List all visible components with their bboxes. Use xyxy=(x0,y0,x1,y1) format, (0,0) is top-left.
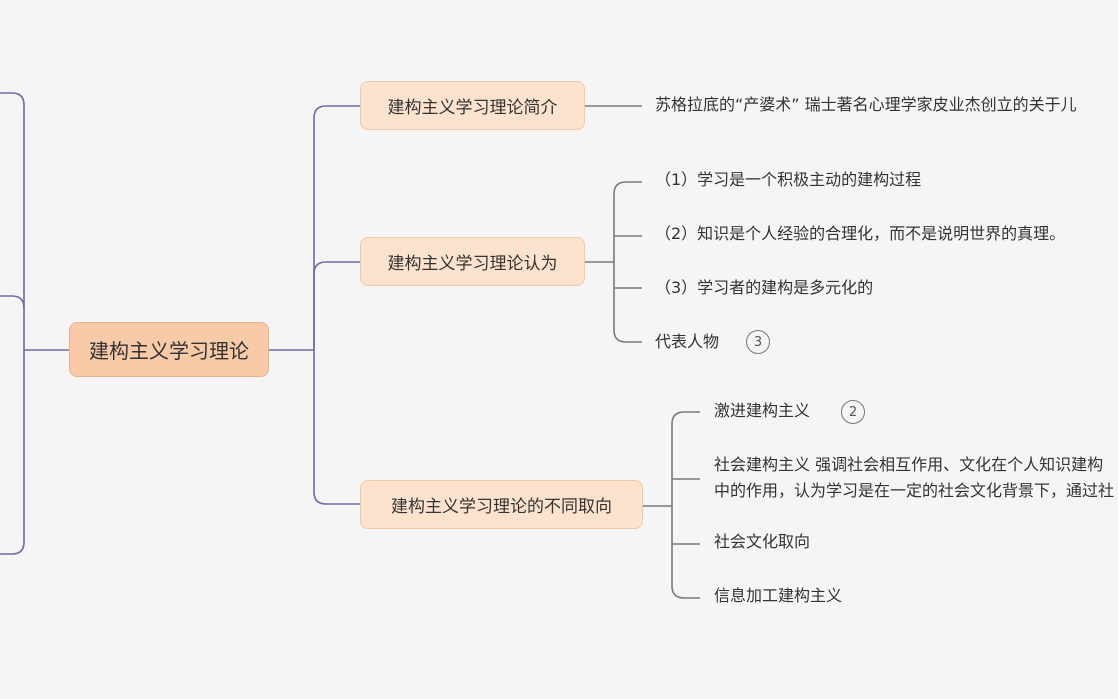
root-topic-label: 建构主义学习理论 xyxy=(89,339,249,363)
collapsed-count-badge[interactable]: 3 xyxy=(746,330,770,354)
branch-orientations-label: 建构主义学习理论的不同取向 xyxy=(391,497,612,517)
branch-views-label: 建构主义学习理论认为 xyxy=(387,254,558,274)
leaf-views-1[interactable]: （1）学习是一个积极主动的建构过程 xyxy=(655,170,922,189)
branch-views[interactable]: 建构主义学习理论认为 xyxy=(360,237,585,286)
leaf-information-processing[interactable]: 信息加工建构主义 xyxy=(714,586,843,605)
leaf-social-constructivism[interactable]: 社会建构主义 强调社会相互作用、文化在个人知识建构中的作用，认为学习是在一定的社… xyxy=(714,455,1115,500)
root-topic[interactable]: 建构主义学习理论 xyxy=(69,322,269,377)
leaf-representatives[interactable]: 代表人物 xyxy=(655,332,720,351)
collapsed-count-badge[interactable]: 2 xyxy=(841,400,865,424)
leaf-views-3[interactable]: （3）学习者的建构是多元化的 xyxy=(655,278,874,297)
leaf-sociocultural[interactable]: 社会文化取向 xyxy=(714,532,811,551)
leaf-intro-text[interactable]: 苏格拉底的“产婆术” 瑞士著名心理学家皮业杰创立的关于儿 xyxy=(655,95,1077,114)
branch-orientations[interactable]: 建构主义学习理论的不同取向 xyxy=(360,480,643,529)
leaf-radical-constructivism[interactable]: 激进建构主义 xyxy=(714,401,811,420)
branch-intro-label: 建构主义学习理论简介 xyxy=(387,98,558,118)
leaf-views-2[interactable]: （2）知识是个人经验的合理化，而不是说明世界的真理。 xyxy=(655,224,1066,243)
branch-intro[interactable]: 建构主义学习理论简介 xyxy=(360,81,585,130)
